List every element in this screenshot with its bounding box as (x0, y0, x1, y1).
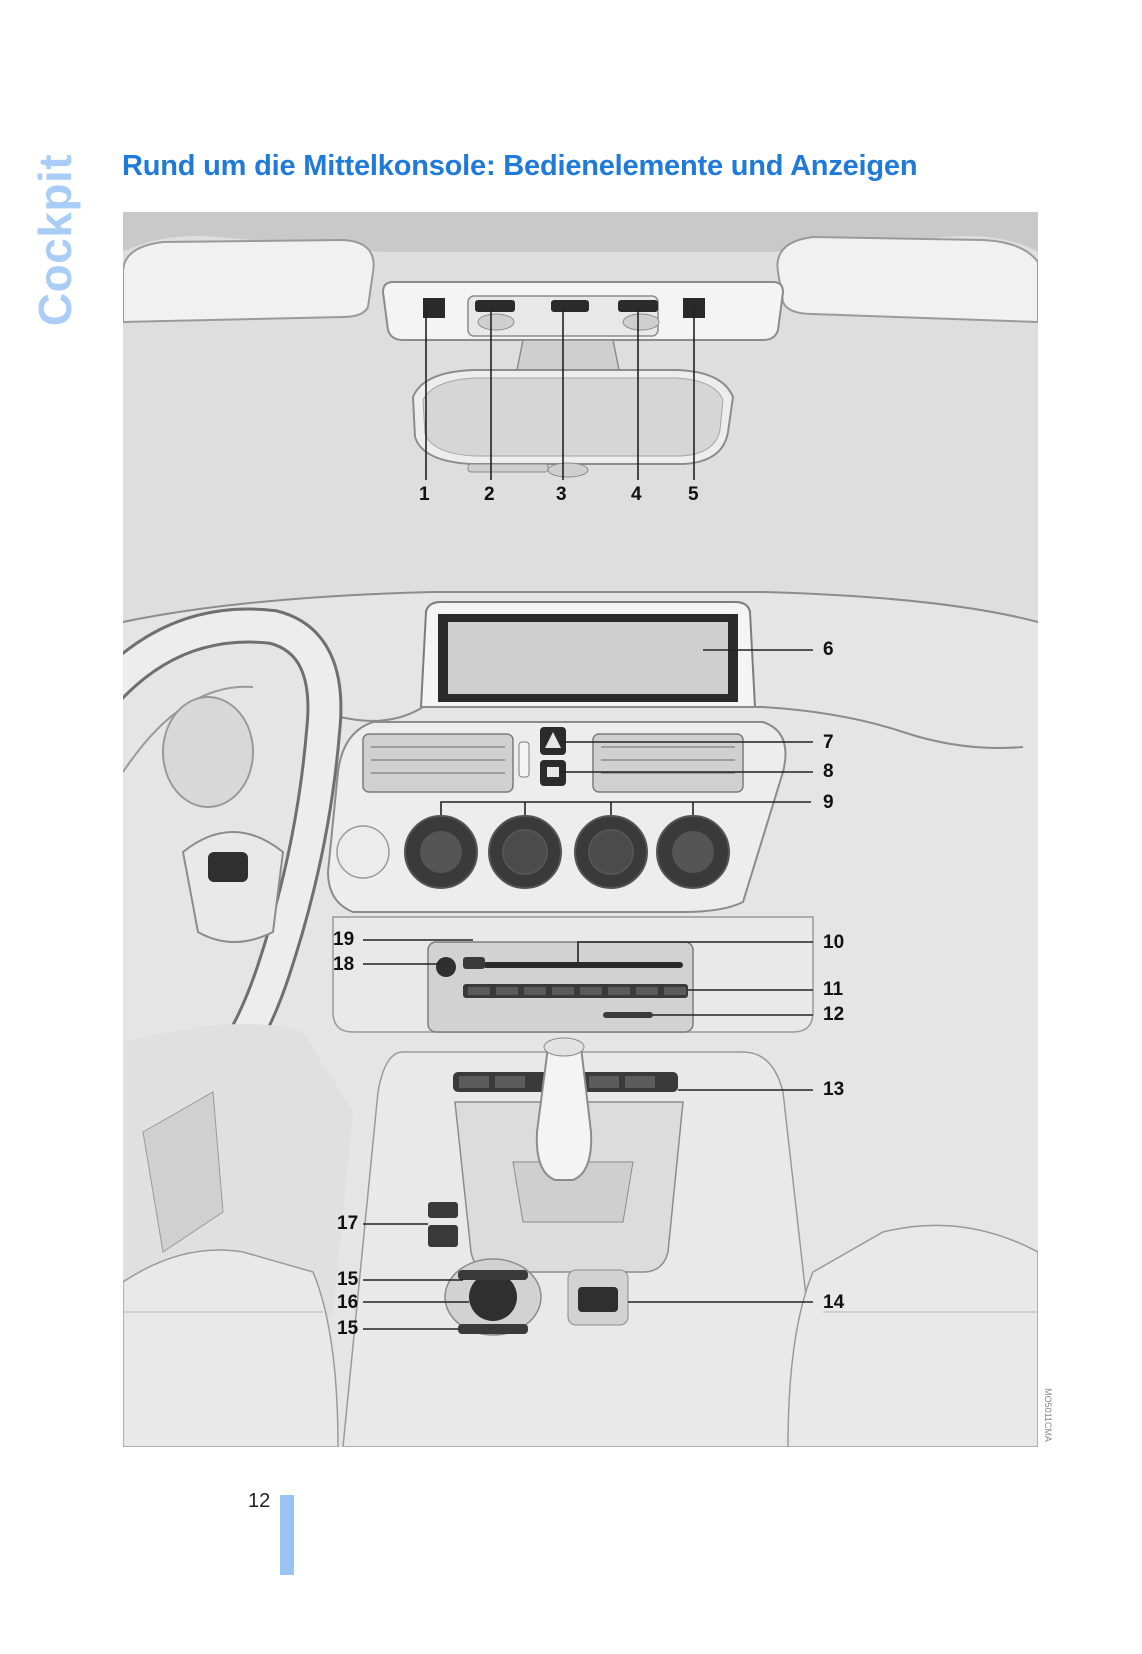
page-marker-bar (280, 1495, 294, 1575)
image-code: MO5011CMA (1040, 1375, 1056, 1455)
callout-3: 3 (556, 484, 567, 505)
callout-19: 19 (333, 929, 355, 950)
callout-14: 14 (823, 1292, 845, 1313)
callout-7: 7 (823, 732, 834, 753)
callout-1: 1 (419, 484, 430, 505)
cockpit-drawing (123, 212, 1038, 1447)
callout-12: 12 (823, 1004, 845, 1025)
callout-13: 13 (823, 1079, 845, 1100)
callout-11: 11 (823, 979, 844, 1000)
callout-15-bottom: 15 (337, 1318, 359, 1339)
callout-17: 17 (337, 1213, 359, 1234)
callout-5: 5 (688, 484, 699, 505)
callout-4: 4 (631, 484, 642, 505)
callout-8: 8 (823, 761, 834, 782)
page-title: Rund um die Mittelkonsole: Bedienelement… (122, 150, 918, 182)
callout-15-top: 15 (337, 1269, 359, 1290)
callout-2: 2 (484, 484, 495, 505)
callout-9: 9 (823, 792, 834, 813)
cockpit-illustration: 1 2 3 4 5 6 7 8 9 10 11 12 13 14 15 16 1… (123, 212, 1038, 1447)
callout-18: 18 (333, 954, 355, 975)
callout-16: 16 (337, 1292, 359, 1313)
section-tab-label: Cockpit (29, 153, 81, 327)
callout-10: 10 (823, 932, 845, 953)
callout-6: 6 (823, 639, 834, 660)
page-number: 12 (248, 1490, 271, 1512)
image-code-label: MO5011CMA (1043, 1388, 1053, 1442)
section-tab: Cockpit (29, 150, 81, 330)
